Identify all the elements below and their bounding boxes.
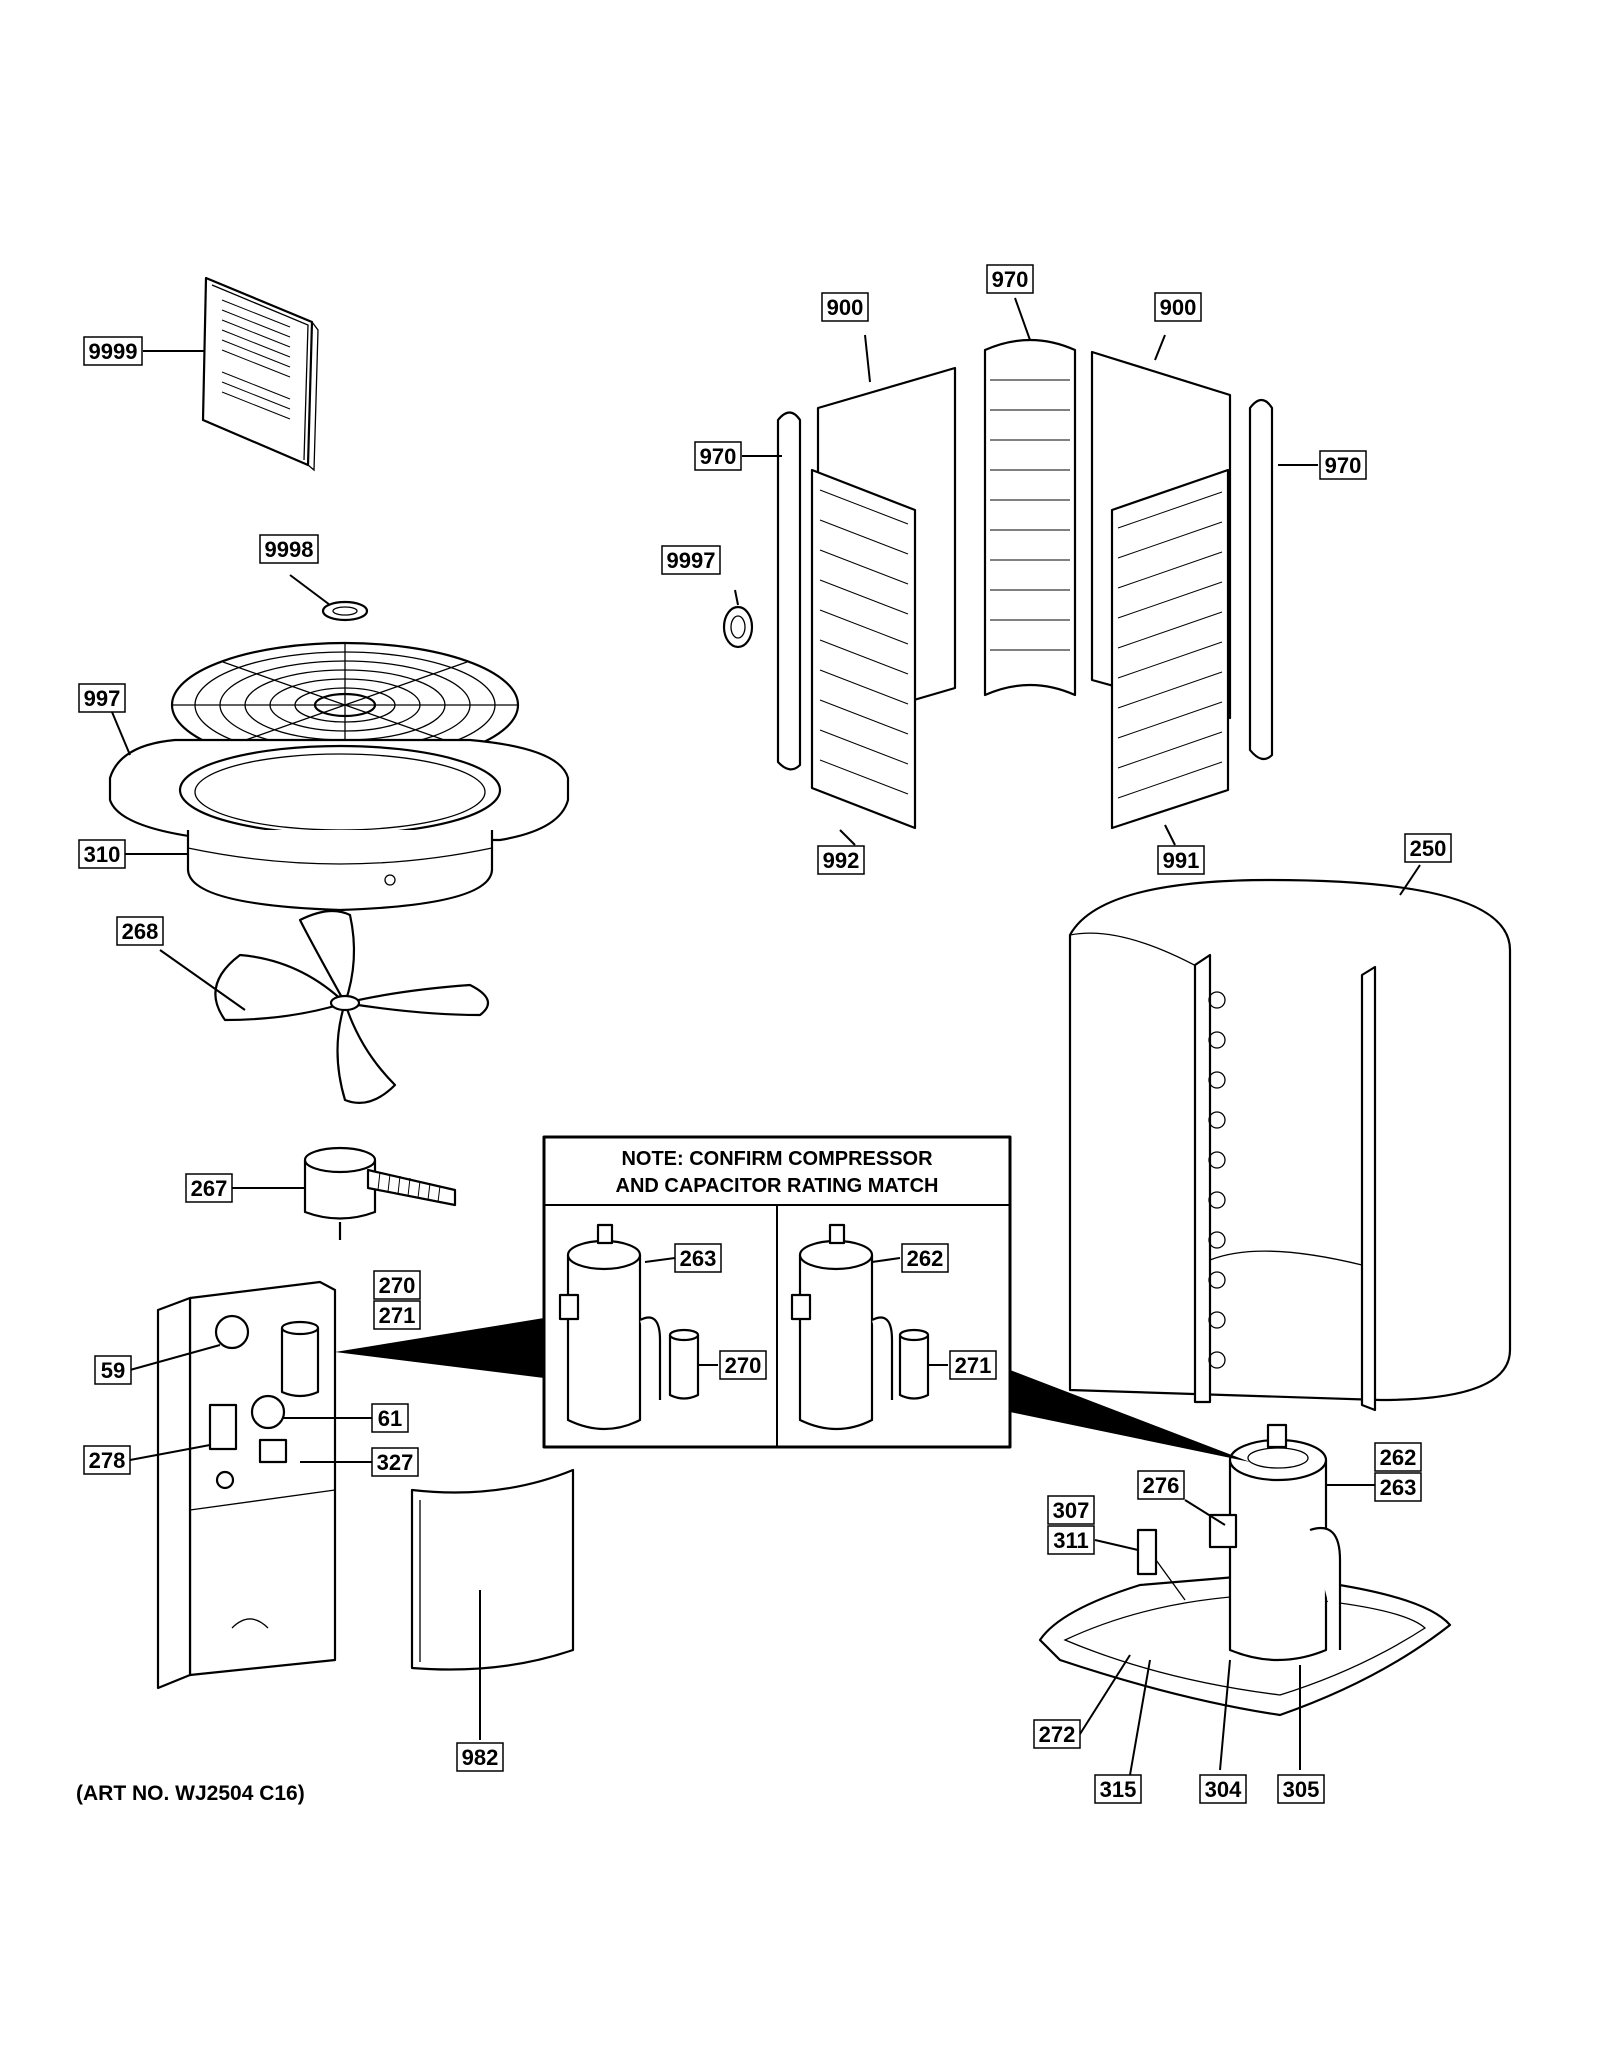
label-315: 315 [1094, 1774, 1142, 1804]
svg-text:276: 276 [1143, 1473, 1180, 1498]
svg-text:270: 270 [725, 1353, 762, 1378]
label-307: 307 [1047, 1495, 1095, 1525]
svg-text:263: 263 [680, 1246, 717, 1271]
label-276: 276 [1137, 1470, 1185, 1500]
label-991: 991 [1157, 845, 1205, 875]
label-9997: 9997 [661, 545, 721, 575]
svg-text:9997: 9997 [667, 548, 716, 573]
label-900-left: 900 [821, 292, 869, 322]
callout-wedge-right [1010, 1370, 1250, 1462]
note-box: NOTE: CONFIRM COMPRESSOR AND CAPACITOR R… [542, 1135, 1012, 1449]
svg-text:272: 272 [1039, 1722, 1076, 1747]
label-270: 270 [373, 1270, 421, 1300]
label-61: 61 [371, 1403, 409, 1433]
label-278: 278 [83, 1445, 131, 1475]
label-970-left: 970 [694, 441, 742, 471]
svg-text:970: 970 [992, 267, 1029, 292]
label-268: 268 [116, 916, 164, 946]
svg-text:278: 278 [89, 1448, 126, 1473]
label-305: 305 [1277, 1774, 1325, 1804]
svg-text:267: 267 [191, 1176, 228, 1201]
label-270-box: 270 [719, 1350, 767, 1380]
label-311: 311 [1047, 1525, 1095, 1555]
label-327: 327 [371, 1447, 419, 1477]
art-number: (ART NO. WJ2504 C16) [76, 1782, 305, 1805]
svg-text:327: 327 [377, 1450, 414, 1475]
label-267: 267 [185, 1173, 233, 1203]
note-line-1: NOTE: CONFIRM COMPRESSOR [621, 1148, 933, 1170]
part-orifice-ring [186, 830, 494, 912]
label-59: 59 [94, 1355, 132, 1385]
label-250: 250 [1404, 833, 1452, 863]
svg-text:9999: 9999 [89, 339, 138, 364]
svg-text:970: 970 [700, 444, 737, 469]
svg-text:991: 991 [1163, 848, 1200, 873]
label-970-top: 970 [986, 264, 1034, 294]
label-9999: 9999 [83, 336, 143, 366]
svg-text:982: 982 [462, 1745, 499, 1770]
note-line-2: AND CAPACITOR RATING MATCH [616, 1175, 939, 1197]
label-310: 310 [78, 839, 126, 869]
part-top-panel [108, 738, 570, 842]
label-271-box: 271 [949, 1350, 997, 1380]
svg-text:61: 61 [378, 1406, 402, 1431]
svg-text:311: 311 [1053, 1528, 1089, 1553]
part-grille-cap [321, 600, 369, 622]
svg-text:900: 900 [1160, 295, 1197, 320]
label-997: 997 [78, 683, 126, 713]
svg-text:263: 263 [1380, 1475, 1417, 1500]
label-272: 272 [1033, 1719, 1081, 1749]
label-304: 304 [1199, 1774, 1247, 1804]
part-fan-blade [214, 909, 490, 1104]
svg-text:992: 992 [823, 848, 860, 873]
svg-text:970: 970 [1325, 453, 1362, 478]
svg-text:900: 900 [827, 295, 864, 320]
svg-text:997: 997 [84, 686, 121, 711]
part-fan-motor [303, 1146, 457, 1240]
svg-text:250: 250 [1410, 836, 1447, 861]
label-982: 982 [456, 1742, 504, 1772]
svg-text:304: 304 [1205, 1777, 1242, 1802]
part-side-panels [722, 338, 1274, 830]
label-263: 263 [1374, 1472, 1422, 1502]
svg-text:305: 305 [1283, 1777, 1320, 1802]
svg-text:307: 307 [1053, 1498, 1090, 1523]
svg-text:262: 262 [1380, 1445, 1417, 1470]
svg-text:271: 271 [379, 1303, 416, 1328]
label-262: 262 [1374, 1442, 1422, 1472]
svg-text:310: 310 [84, 842, 121, 867]
svg-text:271: 271 [955, 1353, 992, 1378]
callout-wedge-left [335, 1318, 544, 1378]
label-992: 992 [817, 845, 865, 875]
label-262-box: 262 [901, 1243, 949, 1273]
part-access-cover [410, 1468, 575, 1671]
part-condenser-coil [1068, 878, 1512, 1412]
svg-text:9998: 9998 [265, 537, 314, 562]
svg-text:59: 59 [101, 1358, 125, 1383]
label-263-box: 263 [674, 1243, 722, 1273]
part-manual [201, 276, 319, 472]
svg-text:315: 315 [1100, 1777, 1137, 1802]
label-900-right: 900 [1154, 292, 1202, 322]
label-970-right: 970 [1319, 450, 1367, 480]
leader-lines [111, 297, 1421, 1776]
label-271: 271 [373, 1300, 421, 1330]
part-compressor-base [1038, 1423, 1452, 1717]
svg-text:262: 262 [907, 1246, 944, 1271]
svg-text:270: 270 [379, 1273, 416, 1298]
part-control-panel [156, 1280, 337, 1690]
label-9998: 9998 [259, 534, 319, 564]
svg-text:268: 268 [122, 919, 159, 944]
